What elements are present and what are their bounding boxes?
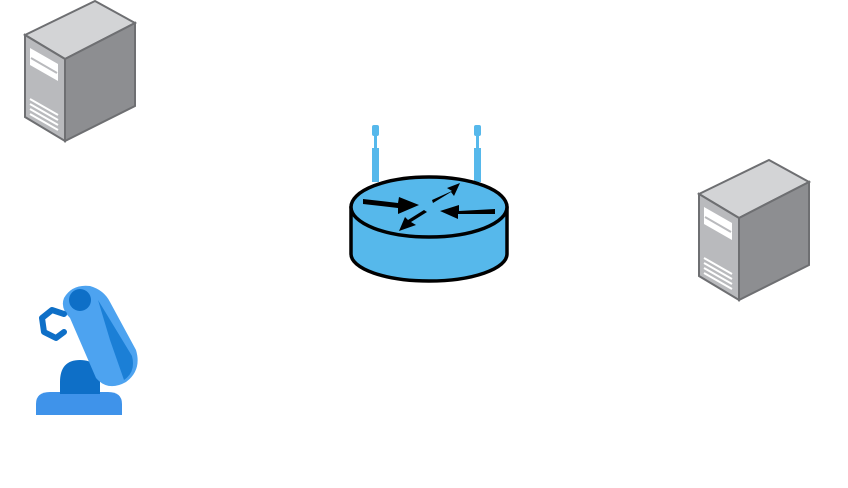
antenna-right	[474, 125, 481, 182]
robot-base	[36, 392, 122, 415]
server-vent	[29, 98, 59, 116]
server-vent	[29, 113, 59, 131]
server-vent	[703, 257, 733, 275]
robot-upper-arm-shade	[98, 300, 133, 380]
wireless-router-icon	[349, 125, 509, 283]
server-vent	[29, 108, 59, 126]
server-vent	[29, 103, 59, 121]
server-vent	[703, 262, 733, 280]
robot-lower-arm	[60, 360, 100, 394]
robot-gripper	[39, 307, 67, 341]
server-tower-icon	[696, 158, 812, 302]
server-vent	[703, 272, 733, 290]
server-drive-slot	[30, 57, 58, 74]
server-tower-icon	[22, 0, 138, 143]
arrow-out-top	[432, 183, 460, 203]
server-drive-slot	[704, 216, 732, 233]
server-vent	[703, 267, 733, 285]
antenna-left	[372, 125, 379, 182]
arrow-out-bottom	[399, 210, 427, 231]
robot-wrist-joint	[69, 289, 91, 311]
arrow-in-right	[440, 205, 495, 219]
robot-arm-icon	[36, 285, 138, 415]
arrow-in-left	[363, 197, 419, 214]
router-top	[349, 175, 509, 239]
